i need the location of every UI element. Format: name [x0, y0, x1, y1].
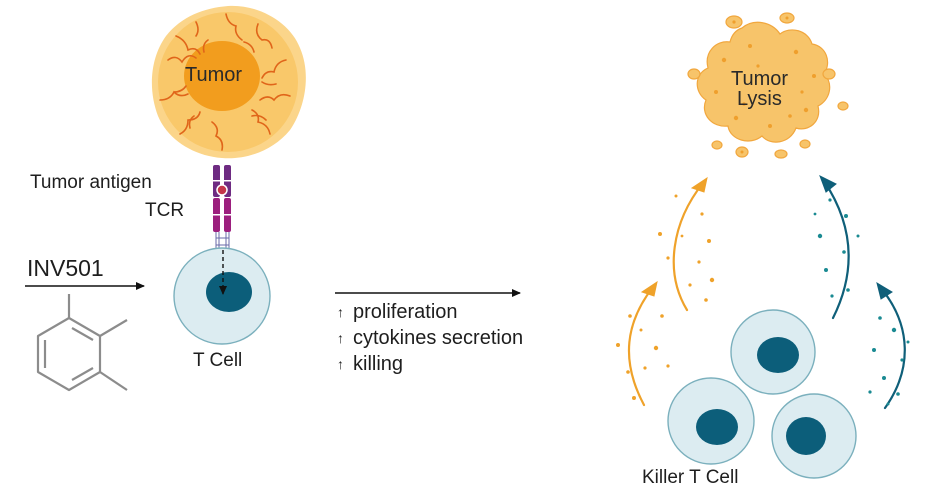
- inv501-label: INV501: [27, 255, 104, 281]
- effect-proliferation: ↑ proliferation: [337, 299, 523, 325]
- orange-arrow-inner: [672, 181, 705, 312]
- t-cell: [173, 247, 271, 345]
- t-cell-nucleus: [206, 272, 252, 312]
- peptide-dot: [216, 184, 228, 196]
- cytokine-granules-orange: [616, 194, 715, 400]
- effect-text: killing: [353, 352, 404, 375]
- cytokine-granules-teal: [813, 198, 910, 406]
- killer-t-cell-top: [730, 309, 816, 395]
- effects-list: ↑ proliferation ↑ cytokines secretion ↑ …: [337, 299, 523, 377]
- tumor-nucleus: [184, 41, 260, 111]
- t-cell-label: T Cell: [193, 350, 243, 371]
- killer-t-cell-left: [667, 377, 755, 465]
- tumor-antigen-tcr-complex: [213, 165, 231, 252]
- inv501-molecule: [36, 294, 128, 392]
- up-arrow-icon: ↑: [337, 356, 344, 372]
- up-arrow-icon: ↑: [337, 330, 344, 346]
- killer-t-cells: [667, 309, 857, 479]
- teal-arrow-outer: [879, 286, 906, 410]
- effect-text: proliferation: [353, 300, 458, 323]
- lysis-spots: [714, 44, 816, 128]
- up-arrow-icon: ↑: [337, 304, 344, 320]
- cytotoxic-arrows: [627, 174, 906, 410]
- tumor-lysis: [687, 12, 849, 159]
- teal-arrow-inner: [822, 179, 850, 320]
- tcr-label: TCR: [145, 200, 185, 221]
- tumor-blood-vessels: [159, 13, 291, 151]
- tumor-lysis-label-line2: Lysis: [737, 88, 782, 110]
- tumor-antigen-label: Tumor antigen: [30, 172, 152, 193]
- tumor-label: Tumor: [185, 64, 243, 86]
- effect-killing: ↑ killing: [337, 351, 523, 377]
- killer-t-cell-label: Killer T Cell: [642, 467, 739, 488]
- orange-arrow-outer: [627, 285, 655, 407]
- effect-text: cytokines secretion: [353, 326, 524, 349]
- tumor-cell: [151, 5, 306, 159]
- effect-cytokines: ↑ cytokines secretion: [337, 325, 523, 351]
- killer-t-cell-right: [771, 393, 857, 479]
- tumor-lysis-label-line1: Tumor: [731, 68, 789, 90]
